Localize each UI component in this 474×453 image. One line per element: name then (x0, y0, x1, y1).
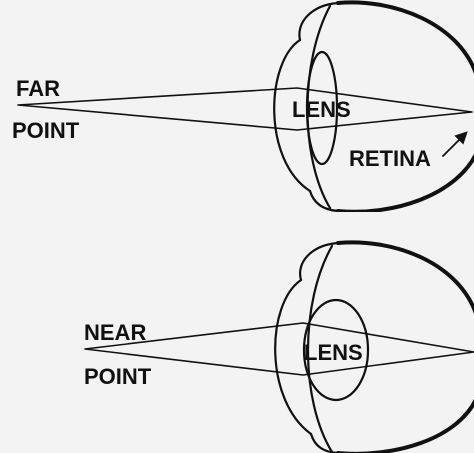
near-lens-label: LENS (304, 340, 363, 365)
far-eyeball-outline-right (338, 2, 474, 211)
retina-label: RETINA (349, 146, 431, 171)
retina-pointer-arrow (443, 133, 466, 156)
far-lens-label: LENS (292, 97, 351, 122)
near-point-label-line2: POINT (84, 364, 152, 389)
far-ray-cone (18, 88, 472, 130)
near-eye-group (85, 242, 474, 453)
far-point-label-line1: FAR (16, 76, 60, 101)
far-point-label-line2: POINT (12, 118, 80, 143)
near-point-label-line1: NEAR (84, 320, 146, 345)
far-eye-group (18, 2, 474, 211)
